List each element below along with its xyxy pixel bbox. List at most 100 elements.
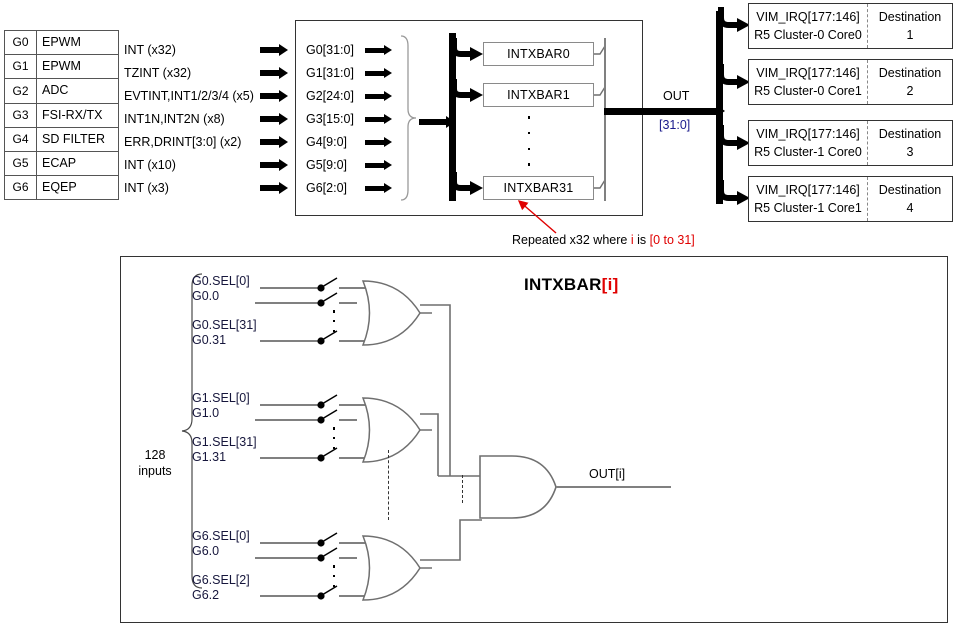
signal-label-first: G6.0 [192, 544, 220, 558]
intxbar1-box[interactable]: INTXBAR1 [483, 83, 594, 107]
destination-core-name: R5 Cluster-1 Core1 [754, 201, 862, 215]
mux-output-wire [339, 542, 366, 544]
mux-input-wire [255, 302, 320, 304]
group-module-cell: ADC [36, 78, 119, 104]
destination-box-3[interactable]: VIM_IRQ[177:146] R5 Cluster-1 Core0 Destin… [748, 120, 953, 166]
crossbar-branch-arrow [451, 172, 483, 195]
group-id-cell: G1 [4, 54, 37, 80]
distribution-bus-bar [449, 33, 456, 201]
signal-label-g6: INT (x3) [124, 181, 169, 195]
repeat-note: Repeated x32 where i is [0 to 31] [512, 233, 695, 247]
mux-select-switch[interactable] [316, 584, 342, 602]
repeat-note-prefix: Repeated x32 where [512, 233, 631, 247]
destination-irq-range: VIM_IRQ[177:146] [756, 182, 860, 197]
source-arrow-line [260, 162, 280, 168]
bus-arrow-line [365, 163, 385, 168]
group-module-cell: SD FILTER [36, 126, 119, 152]
bus-arrow-head [384, 183, 392, 193]
mux-select-switch[interactable] [316, 546, 342, 564]
source-arrow-head [279, 90, 288, 102]
destination-index-info: Destination 2 [868, 60, 952, 104]
mux-input-wire [260, 404, 320, 406]
mux-output-wire [339, 340, 366, 342]
destination-core-name: R5 Cluster-1 Core0 [754, 145, 862, 159]
groups-ellipsis-dashed [388, 450, 389, 520]
mux-select-switch[interactable] [316, 276, 342, 294]
repeat-note-var: i [630, 233, 634, 247]
intxbar-detail-title: INTXBAR[i] [524, 275, 619, 295]
destination-word: Destination [878, 182, 942, 197]
destination-core-name: R5 Cluster-0 Core1 [754, 84, 862, 98]
crossbar-output-collector [604, 38, 606, 201]
signal-label-last: G0.31 [192, 333, 227, 347]
destination-word: Destination [878, 65, 942, 80]
source-arrow-line [260, 139, 280, 145]
mux-select-switch[interactable] [316, 446, 342, 464]
out-bus-line [604, 108, 719, 115]
destination-number: 2 [906, 84, 914, 98]
mux-select-switch[interactable] [316, 291, 342, 309]
signal-label-g0: INT (x32) [124, 43, 176, 57]
sel-label-first: G1.SEL[0] [192, 391, 250, 405]
bus-label-g2: G2[24:0] [306, 89, 354, 103]
final-gate-input-ellipsis [462, 475, 463, 503]
intxbar31-box[interactable]: INTXBAR31 [483, 176, 594, 200]
group-or-gate [361, 397, 432, 463]
sel-label-last: G1.SEL[31] [192, 435, 257, 449]
mux-output-wire [339, 557, 357, 559]
mux-input-wire [260, 340, 320, 342]
mux-input-wire [255, 557, 320, 559]
destination-number: 3 [906, 145, 914, 159]
group-id-cell: G5 [4, 150, 37, 177]
or-gate-routing [420, 304, 482, 477]
source-arrow-line [260, 93, 280, 99]
source-arrow-head [279, 182, 288, 194]
mux-input-wire [260, 595, 320, 597]
intxbar-detail-block [120, 256, 948, 623]
mux-select-switch[interactable] [316, 531, 342, 549]
mux-output-wire [339, 404, 366, 406]
intxbar-detail-title-main: INTXBAR [524, 275, 602, 294]
destination-irq-range: VIM_IRQ[177:146] [756, 126, 860, 141]
mux-select-switch[interactable] [316, 393, 342, 411]
mux-select-switch[interactable] [316, 408, 342, 426]
intxbar0-box[interactable]: INTXBAR0 [483, 42, 594, 66]
final-or-gate [479, 455, 557, 519]
sel-label-last: G6.SEL[2] [192, 573, 250, 587]
mux-output-wire [339, 419, 357, 421]
mux-output-wire [339, 457, 366, 459]
group-module-cell: FSI-RX/TX [36, 102, 119, 128]
destination-irq-range: VIM_IRQ[177:146] [756, 9, 860, 24]
group-id-cell: G6 [4, 175, 37, 201]
switch-ellipsis [332, 565, 336, 587]
crossbar-output-stub [594, 83, 606, 96]
mux-select-switch[interactable] [316, 329, 342, 347]
group-module-cell: EQEP [36, 175, 119, 201]
destination-branch-arrow [718, 7, 750, 32]
mux-output-wire [339, 287, 366, 289]
source-arrow-line [260, 116, 280, 122]
mux-input-wire [260, 542, 320, 544]
bus-label-g5: G5[9:0] [306, 158, 347, 172]
bus-arrow-line [365, 94, 385, 99]
destination-branch-arrow [718, 180, 750, 205]
group-module-cell: EPWM [36, 29, 119, 56]
group-module-cell: EPWM [36, 54, 119, 80]
destination-box-4[interactable]: VIM_IRQ[177:146] R5 Cluster-1 Core1 Destin… [748, 176, 953, 222]
out-bus-label: OUT [663, 89, 690, 103]
crossbar-output-stub [594, 176, 606, 189]
signal-label-g2: EVTINT,INT1/2/3/4 (x5) [124, 89, 254, 103]
bus-arrow-line [365, 140, 385, 145]
bus-arrow-head [384, 137, 392, 147]
